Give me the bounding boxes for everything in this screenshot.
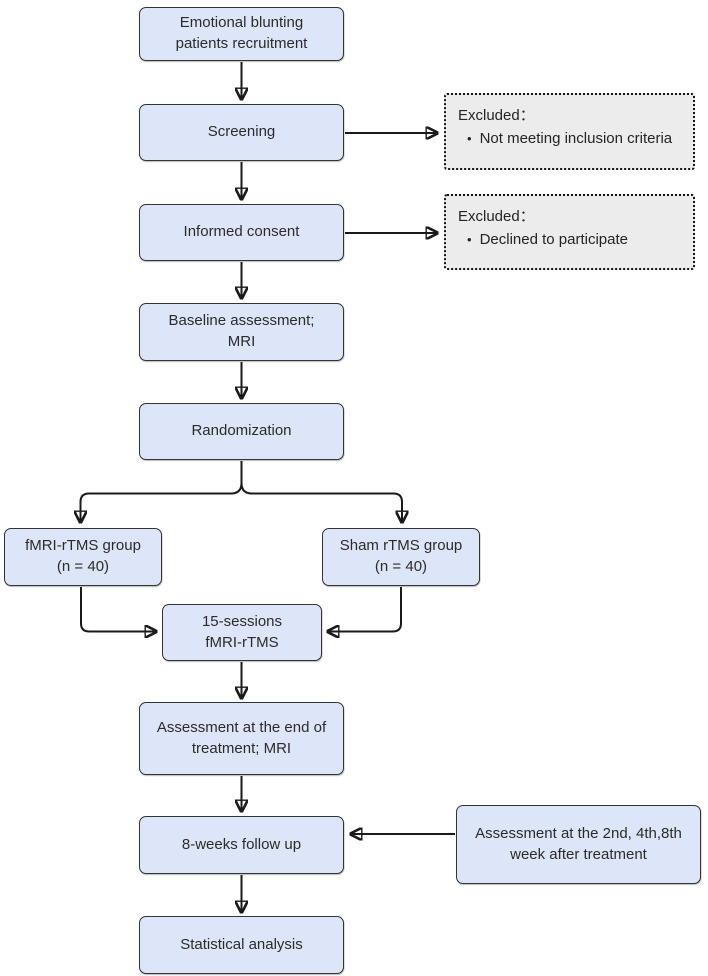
node-recruitment: Emotional blunting patients recruitment: [139, 7, 344, 61]
excluded-item-text: Declined to participate: [479, 231, 628, 248]
excluded-box-screening: Excluded： • Not meeting inclusion criter…: [444, 93, 695, 170]
node-end-of-treatment-assessment: Assessment at the end of treatment; MRI: [139, 702, 344, 775]
arrow-fork-left: [81, 461, 243, 521]
node-randomization: Randomization: [139, 403, 344, 460]
arrow-merge-left: [80, 587, 155, 632]
excluded-item: • Declined to participate: [458, 229, 681, 250]
node-fmri-rtms-group: fMRI-rTMS group (n = 40): [4, 528, 162, 586]
excluded-item-text: Not meeting inclusion criteria: [479, 130, 673, 147]
bullet-icon: •: [467, 232, 472, 247]
node-15-sessions: 15-sessions fMRI-rTMS: [162, 604, 322, 661]
arrow-merge-right: [329, 587, 402, 632]
node-informed-consent: Informed consent: [139, 204, 344, 261]
node-screening: Screening: [139, 104, 344, 161]
node-baseline-assessment: Baseline assessment; MRI: [139, 303, 344, 361]
arrow-fork-right: [240, 461, 403, 521]
excluded-title: Excluded：: [458, 107, 535, 124]
bullet-icon: •: [467, 131, 472, 146]
node-followup-assessment: Assessment at the 2nd, 4th,8th week afte…: [456, 805, 701, 884]
excluded-box-consent: Excluded： • Declined to participate: [444, 194, 695, 270]
excluded-title: Excluded：: [458, 208, 535, 225]
excluded-item: • Not meeting inclusion criteria: [458, 128, 681, 149]
node-statistical-analysis: Statistical analysis: [139, 916, 344, 974]
node-sham-rtms-group: Sham rTMS group (n = 40): [322, 528, 480, 586]
node-8-weeks-followup: 8-weeks follow up: [139, 816, 344, 874]
